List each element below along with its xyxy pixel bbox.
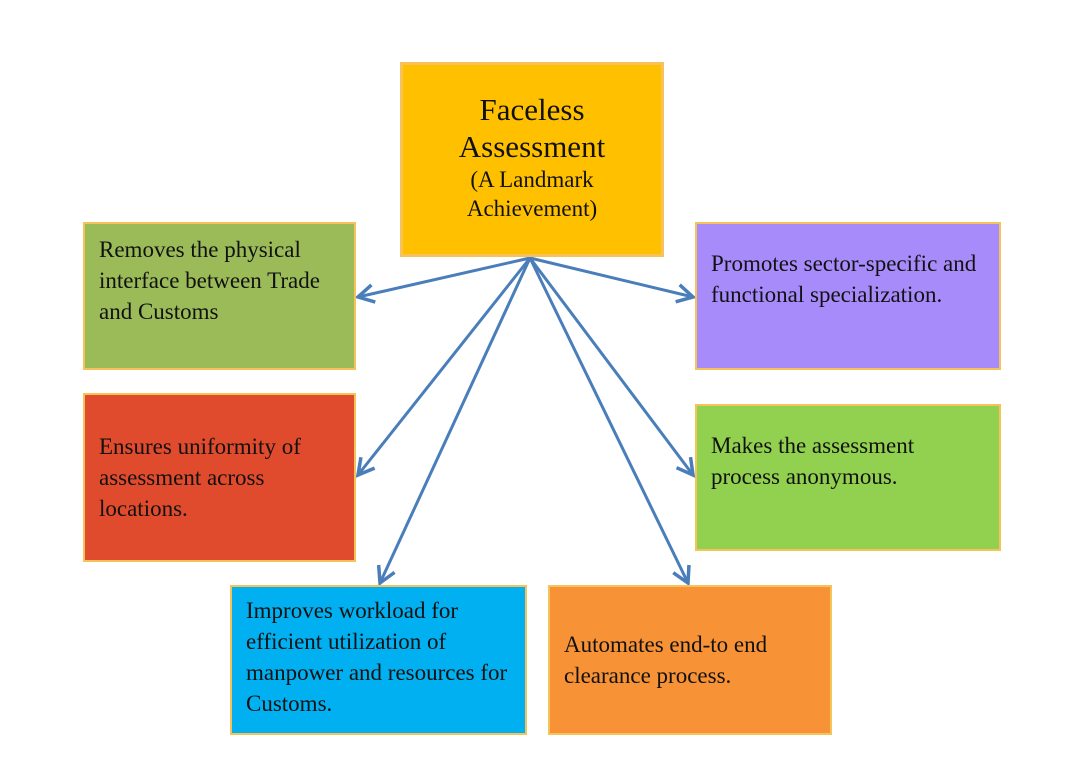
node-text: Ensures uniformity of assessment across … xyxy=(99,434,301,521)
arrow-to-anon xyxy=(528,256,693,475)
node-text: Automates end-to end clearance process. xyxy=(564,632,768,688)
arrow-to-uniform xyxy=(358,256,532,475)
central-node-subtitle: (A Landmark Achievement) xyxy=(466,167,598,221)
central-node-title: Faceless Assessment xyxy=(458,92,606,164)
arrow-to-trade xyxy=(358,256,532,297)
node-ensures-uniformity: Ensures uniformity of assessment across … xyxy=(83,393,356,562)
node-text: Promotes sector-specific and functional … xyxy=(711,251,977,307)
node-improves-workload: Improves workload for efficient utilizat… xyxy=(230,585,527,735)
arrow-to-auto xyxy=(528,256,688,583)
node-automates-clearance: Automates end-to end clearance process. xyxy=(548,585,832,735)
node-text: Improves workload for efficient utilizat… xyxy=(246,598,508,716)
node-text: Makes the assessment process anonymous. xyxy=(711,433,915,489)
node-promotes-specialization: Promotes sector-specific and functional … xyxy=(695,222,1001,370)
node-removes-physical-interface: Removes the physical interface between T… xyxy=(83,222,356,370)
central-node: Faceless Assessment (A Landmark Achievem… xyxy=(400,62,664,257)
node-makes-anonymous: Makes the assessment process anonymous. xyxy=(695,404,1001,551)
arrow-to-sector xyxy=(528,256,693,297)
arrow-to-work xyxy=(380,256,532,583)
node-text: Removes the physical interface between T… xyxy=(99,237,320,324)
